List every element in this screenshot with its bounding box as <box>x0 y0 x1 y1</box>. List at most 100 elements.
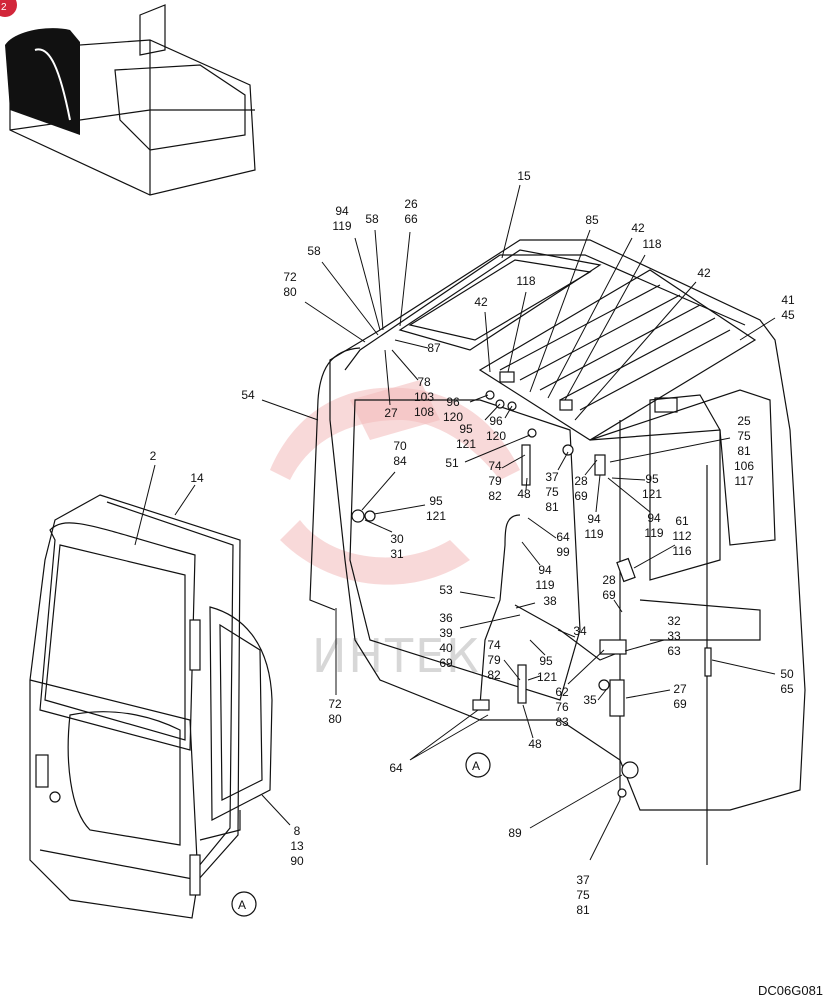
callout-42b: 42 <box>631 221 645 235</box>
leader-c-70 <box>361 471 396 511</box>
leader-c-48b <box>522 704 534 739</box>
leader-c-35 <box>597 689 607 701</box>
leader-c-87 <box>394 339 429 349</box>
leader-c-14 <box>174 484 196 516</box>
leader-c-42a <box>484 311 491 373</box>
leader-c-26 <box>399 231 411 327</box>
leader-c-85 <box>529 229 591 393</box>
leader-c-94b <box>595 474 601 513</box>
grab-handle-54 <box>309 347 361 611</box>
callout-95d: 95 <box>539 654 553 668</box>
leader-c-53 <box>459 591 496 599</box>
leader-c-74b <box>503 659 521 681</box>
callout-53: 53 <box>439 583 453 597</box>
callout-42a: 42 <box>474 295 488 309</box>
leader-c-50 <box>711 659 776 675</box>
page-badge: 2 <box>0 0 17 17</box>
leader-c-27a <box>384 349 391 406</box>
leader-c-95c <box>373 504 426 515</box>
lock-rod-34 <box>514 604 626 661</box>
leader-c-58b <box>321 261 379 336</box>
callout-58a: 58 <box>365 212 379 226</box>
leader-c-95a <box>484 403 501 421</box>
leader-c-37b <box>589 799 621 861</box>
callout-42c: 42 <box>697 266 711 280</box>
leader-c-37a <box>557 451 569 471</box>
leader-c-94c <box>607 477 651 513</box>
callout-48b: 48 <box>528 737 542 751</box>
leader-c-94d <box>521 541 541 566</box>
leader-c-78 <box>391 349 419 381</box>
leader-c-48a <box>525 477 528 491</box>
callout-64b: 64 <box>389 761 403 775</box>
callout-85: 85 <box>585 213 599 227</box>
callout-34: 34 <box>573 624 587 638</box>
leader-c-54 <box>261 399 319 421</box>
leader-c-96b <box>504 405 513 419</box>
leader-c-89 <box>529 774 623 829</box>
cab-location-thumbnail <box>5 4 256 196</box>
drawing-code: DC06G081 <box>758 983 823 998</box>
leader-c-118a <box>507 291 527 373</box>
leader-c-25 <box>609 437 731 463</box>
leader-c-41 <box>739 317 776 341</box>
leader-c-32 <box>624 639 665 652</box>
leader-c-36 <box>459 614 521 629</box>
callout-89: 89 <box>508 826 522 840</box>
leader-lines <box>134 184 776 861</box>
leader-c-8 <box>261 794 291 826</box>
callout-51: 51 <box>445 456 459 470</box>
leader-c-42b <box>547 237 633 399</box>
callout-35: 35 <box>583 693 597 707</box>
callout-118b: 118 <box>642 237 661 251</box>
callout-58b: 58 <box>307 244 321 258</box>
leader-c-58a <box>374 229 384 331</box>
leader-c-15 <box>501 184 521 259</box>
watermark: ИНТЕК <box>270 380 520 683</box>
view-marker-a-label-2: A <box>238 898 246 912</box>
callout-48a: 48 <box>517 487 531 501</box>
leader-c-74a <box>501 454 526 469</box>
hardware-parts <box>351 371 712 798</box>
leader-c-96a <box>469 394 489 403</box>
leader-c-118b <box>564 254 646 401</box>
callout-14: 14 <box>190 471 204 485</box>
leader-c-72a <box>304 301 366 343</box>
leader-c-38 <box>515 602 536 609</box>
leader-c-42c <box>574 281 697 421</box>
leader-c-27b <box>625 689 671 699</box>
door-assembly <box>29 494 273 919</box>
callout-54: 54 <box>241 388 255 402</box>
leader-c-30 <box>364 519 393 533</box>
